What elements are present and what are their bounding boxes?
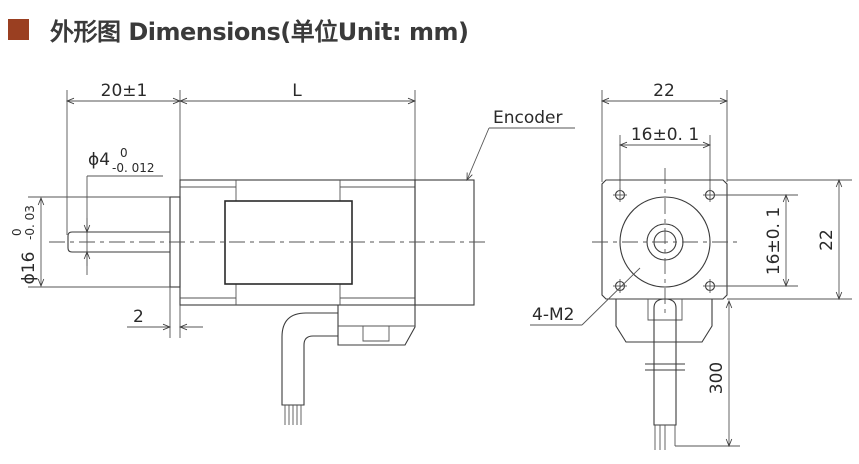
cable-length-label: 300 [707, 362, 727, 394]
stator-core [224, 200, 353, 285]
holes-leader [581, 267, 641, 326]
encoder-leader [467, 127, 490, 180]
side-view: 20±1 L ϕ16 0 -0. 03 ϕ4 0 -0. 012 2 [10, 81, 575, 425]
side-cable [281, 312, 338, 406]
pilot-circle [619, 196, 711, 288]
front-connector [615, 299, 713, 343]
width-label: 22 [653, 81, 675, 101]
front-cable [653, 298, 677, 426]
shaft-tol-upper: 0 [120, 146, 128, 160]
connector-block [337, 305, 416, 346]
pilot-tol-lower: -0. 03 [23, 205, 37, 240]
height-label: 22 [817, 229, 837, 251]
page-title: 外形图 Dimensions(单位Unit: mm) [50, 17, 469, 46]
shaft-length-label: 20±1 [101, 81, 148, 101]
motor-body [179, 179, 416, 306]
shaft-diameter-label: ϕ4 [88, 150, 110, 170]
section-header: 外形图 Dimensions(单位Unit: mm) [8, 12, 469, 46]
pilot-tol-upper: 0 [10, 228, 24, 236]
body-length-label: L [292, 81, 302, 101]
flange-thickness-label: 2 [133, 307, 144, 327]
pilot-diameter-label: ϕ16 [19, 252, 39, 285]
shaft-tol-lower: -0. 012 [112, 161, 155, 175]
front-view: 22 16±0. 1 16±0. 1 [530, 81, 852, 450]
hole-spacing-h-label: 16±0. 1 [631, 125, 699, 145]
shaft [67, 231, 170, 253]
header-square-icon [8, 18, 29, 40]
hole-spacing-v-label: 16±0. 1 [764, 207, 784, 275]
encoder-housing [414, 179, 475, 306]
front-flange [601, 179, 728, 300]
holes-label: 4-M2 [532, 305, 574, 325]
encoder-label: Encoder [493, 108, 563, 128]
mounting-holes [613, 188, 717, 293]
